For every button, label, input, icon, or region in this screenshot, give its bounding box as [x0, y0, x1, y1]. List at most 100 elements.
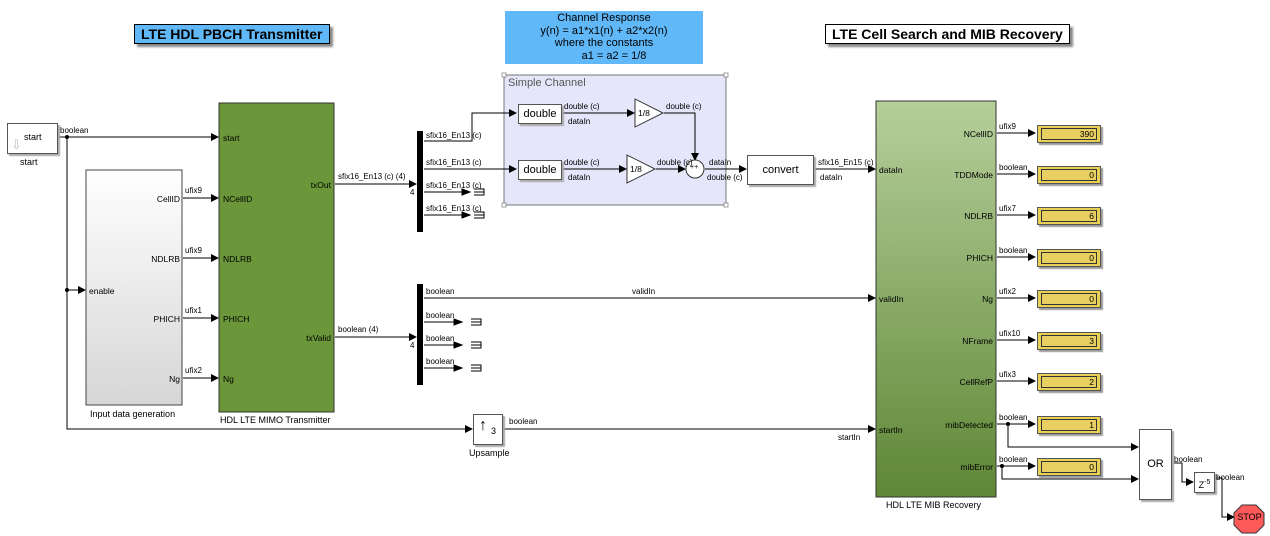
- signal-name: dataIn: [820, 173, 843, 182]
- port-miberror: mibError: [960, 462, 993, 472]
- signal-type: ufix10: [999, 329, 1021, 338]
- terminator[interactable]: [461, 188, 485, 196]
- note-line: a1 = a2 = 1/8: [581, 49, 647, 62]
- transmitter-block[interactable]: [218, 102, 335, 413]
- delay-exponent: -5: [1204, 479, 1211, 486]
- port-mibdetected: mibDetected: [945, 420, 993, 430]
- note-line: Channel Response: [557, 12, 651, 24]
- area-handle[interactable]: [723, 72, 729, 78]
- display-tddmode[interactable]: 0: [1037, 166, 1101, 184]
- demux-valid[interactable]: [417, 284, 423, 385]
- branch-point: [65, 135, 69, 139]
- simple-channel-label: Simple Channel: [508, 77, 586, 89]
- delay-block[interactable]: Z-5: [1194, 472, 1215, 493]
- port-startin: startIn: [879, 425, 903, 435]
- signal-type: boolean: [426, 311, 455, 320]
- branch-point: [1000, 464, 1004, 468]
- branch-point: [65, 288, 69, 292]
- bus-width: 4: [410, 341, 415, 350]
- display-mibdetected[interactable]: 1: [1037, 416, 1101, 434]
- signal-type: boolean: [999, 413, 1028, 422]
- display-ndlrb[interactable]: 6: [1037, 207, 1101, 225]
- port-phich: PHICH: [153, 314, 180, 324]
- port-ndlrb: NDLRB: [964, 211, 993, 221]
- terminator[interactable]: [453, 341, 482, 349]
- port-phich: PHICH: [966, 253, 993, 263]
- upsample-block[interactable]: ↑ 3: [473, 414, 503, 445]
- signal-name: dataIn: [568, 117, 591, 126]
- signal-type: sfix16_En13 (c) (4): [338, 172, 406, 181]
- port-phich: PHICH: [223, 314, 250, 324]
- double-convert-2[interactable]: double: [518, 160, 562, 180]
- area-handle[interactable]: [501, 72, 507, 78]
- display-value: 0: [1041, 461, 1097, 473]
- stop-label: STOP: [1237, 512, 1262, 522]
- simple-channel-area[interactable]: [503, 74, 727, 206]
- signal-type: boolean: [1174, 455, 1203, 464]
- branch-point: [1006, 422, 1010, 426]
- signal-type: boolean: [999, 455, 1028, 464]
- signal-name: dataIn: [709, 158, 732, 167]
- display-miberror[interactable]: 0: [1037, 458, 1101, 476]
- port-ng: Ng: [982, 294, 993, 304]
- signal-type: ufix9: [185, 246, 202, 255]
- double-convert-1[interactable]: double: [518, 104, 562, 124]
- terminator[interactable]: [453, 364, 482, 372]
- signal-type: sfix16_En15 (c): [818, 158, 874, 167]
- gain-value: 1/8: [638, 108, 650, 118]
- signal-type: ufix1: [185, 306, 202, 315]
- note-line: where the constants: [554, 37, 654, 49]
- signal-type: boolean: [509, 417, 538, 426]
- demux-data[interactable]: [417, 131, 423, 232]
- signal-type: ufix2: [999, 287, 1016, 296]
- display-value: 3: [1041, 335, 1097, 347]
- gain-block-1[interactable]: [634, 98, 665, 128]
- terminator[interactable]: [461, 211, 485, 219]
- channel-response-note: Channel Response y(n) = a1*x1(n) + a2*x2…: [505, 11, 703, 64]
- display-cellrefp[interactable]: 2: [1037, 373, 1101, 391]
- signal-name: dataIn: [568, 173, 591, 182]
- stop-block[interactable]: [1233, 504, 1265, 534]
- terminator[interactable]: [453, 318, 482, 326]
- display-ncellid[interactable]: 390: [1037, 125, 1101, 143]
- signal-type: boolean: [1216, 473, 1245, 482]
- port-ng: Ng: [223, 374, 234, 384]
- area-handle[interactable]: [723, 202, 729, 208]
- display-phich[interactable]: 0: [1037, 249, 1101, 267]
- signal-type: boolean: [999, 246, 1028, 255]
- or-block[interactable]: OR: [1139, 429, 1172, 500]
- port-datain: dataIn: [879, 165, 903, 175]
- delay-base: Z: [1198, 480, 1205, 490]
- signal-type: ufix3: [999, 370, 1016, 379]
- signal-type: double (c): [564, 102, 600, 111]
- signal-type: boolean: [426, 287, 455, 296]
- signal-type: boolean: [426, 357, 455, 366]
- display-value: 0: [1041, 293, 1097, 305]
- display-value: 0: [1041, 252, 1097, 264]
- gain-block-2[interactable]: [626, 154, 657, 184]
- sum-block[interactable]: [685, 159, 705, 179]
- port-start: start: [223, 133, 240, 143]
- port-ndlrb: NDLRB: [151, 254, 180, 264]
- port-tddmode: TDDMode: [954, 170, 993, 180]
- signal-type: sfix16_En13 (c): [426, 131, 482, 140]
- signal-type: double (c): [666, 102, 702, 111]
- signal-name: validIn: [632, 287, 656, 296]
- area-handle[interactable]: [501, 202, 507, 208]
- start-block[interactable]: ⇩ start: [7, 123, 58, 154]
- note-line: y(n) = a1*x1(n) + a2*x2(n): [540, 24, 668, 37]
- signal-type: sfix16_En13 (c): [426, 181, 482, 190]
- receiver-block[interactable]: [875, 100, 997, 498]
- port-cellid: CellID: [156, 194, 180, 204]
- port-ncellid: NCellID: [963, 129, 993, 139]
- upsample-factor: 3: [491, 426, 497, 436]
- input-gen-name: Input data generation: [90, 409, 176, 419]
- signal-type: ufix2: [185, 366, 202, 375]
- display-ng[interactable]: 0: [1037, 290, 1101, 308]
- receiver-name: HDL LTE MIB Recovery: [886, 500, 982, 510]
- input-data-generation-block[interactable]: [85, 169, 183, 406]
- display-nframe[interactable]: 3: [1037, 332, 1101, 350]
- convert-block[interactable]: convert: [747, 155, 814, 185]
- start-block-name: start: [20, 157, 38, 167]
- receiver-title: LTE Cell Search and MIB Recovery: [825, 24, 1070, 44]
